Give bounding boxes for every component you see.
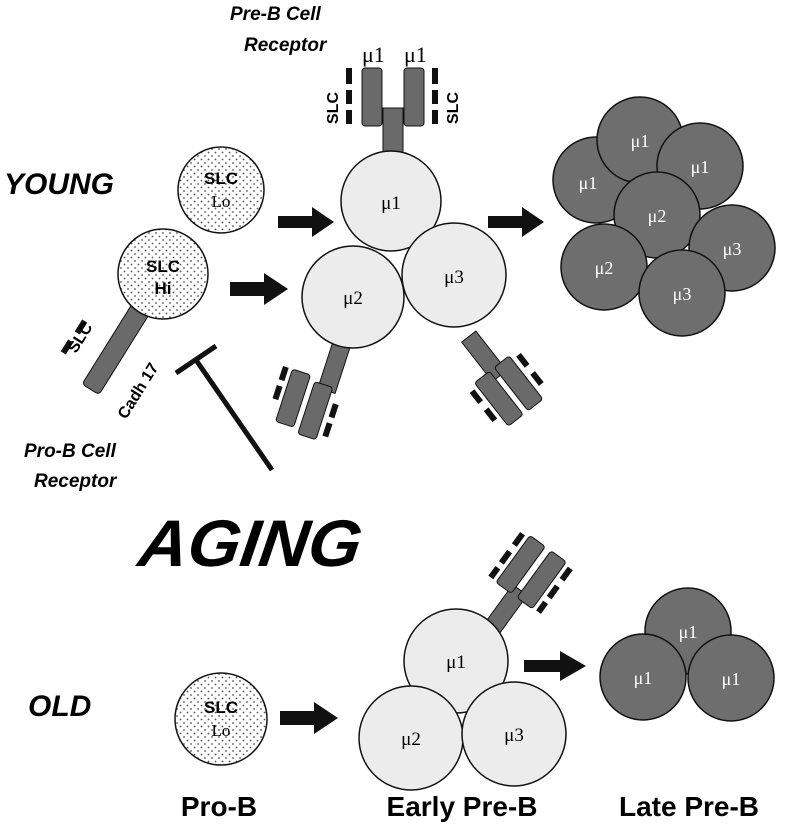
late-pre-b-cluster-young	[552, 96, 776, 337]
pro-b-receptor-label-line2: Receptor	[34, 471, 118, 492]
early-old-mu1-label: μ1	[446, 652, 466, 673]
pro-b-cell-slc-hi-young	[117, 228, 209, 320]
late-young-mu1-c: μ1	[691, 157, 710, 177]
slc-label-right: SLC	[445, 92, 462, 124]
late-old-mu1-a: μ1	[679, 622, 698, 642]
pre-b-receptor-label-line1: Pre-B Cell	[230, 4, 322, 25]
slc-lo-old-line2: Lo	[212, 721, 231, 740]
pro-b-cell-receptor	[60, 300, 151, 394]
early-pre-b-cell-mu3-young	[401, 222, 507, 328]
pre-b-receptor-lower-right	[460, 330, 544, 426]
early-old-mu2-label: μ2	[401, 729, 421, 750]
stage-label-early-pre-b: Early Pre-B	[387, 791, 538, 822]
aging-label: AGING	[132, 507, 366, 581]
late-old-mu1-c: μ1	[722, 669, 741, 689]
slc-lo-young-line2: Lo	[212, 192, 231, 211]
pre-b-receptor-label-line2: Receptor	[244, 35, 328, 56]
stage-label-pro-b: Pro-B	[181, 791, 257, 822]
early-young-mu1-label: μ1	[381, 193, 401, 214]
pre-b-receptor-old	[482, 531, 573, 637]
cadh17-label: Cadh 17	[115, 360, 162, 422]
late-young-mu2-a: μ2	[648, 206, 667, 226]
arrow-hi-to-early-young	[230, 273, 288, 305]
pre-b-cell-receptor-top	[346, 67, 438, 155]
aging-inhibition-line	[174, 343, 275, 472]
pro-b-receptor-label-line1: Pro-B Cell	[24, 441, 117, 462]
arrow-early-to-late-young	[488, 207, 544, 237]
early-young-mu3-label: μ3	[444, 267, 464, 288]
late-young-mu1-b: μ1	[579, 173, 598, 193]
slc-hi-young-line1: SLC	[146, 257, 180, 276]
young-label: YOUNG	[4, 168, 114, 201]
late-young-mu2-b: μ2	[595, 258, 614, 278]
late-young-mu3-b: μ3	[673, 284, 692, 304]
receptor-mu1-left: μ1	[362, 42, 385, 67]
slc-label-left: SLC	[325, 92, 342, 124]
receptor-mu1-right: μ1	[404, 42, 427, 67]
slc-lo-old-line1: SLC	[204, 698, 238, 717]
late-pre-b-cluster-old	[599, 587, 775, 722]
slc-lo-young-line1: SLC	[204, 169, 238, 188]
early-pre-b-cell-mu2-young	[301, 245, 405, 349]
stage-label-late-pre-b: Late Pre-B	[619, 791, 759, 822]
slc-hi-young-line2: Hi	[155, 279, 172, 298]
arrow-pro-to-early-old	[280, 702, 338, 734]
late-young-mu1-a: μ1	[631, 131, 650, 151]
early-pre-b-cell-mu1-young	[340, 150, 442, 252]
pro-b-cell-slc-lo-old	[174, 672, 268, 766]
late-young-mu3-a: μ3	[723, 239, 742, 259]
early-pre-b-cell-mu3-old	[461, 681, 567, 787]
pre-b-receptor-lower-left	[272, 339, 352, 440]
slc-label-pro-b: SLC	[65, 320, 97, 357]
early-old-mu3-label: μ3	[504, 725, 524, 746]
pro-b-cell-slc-lo-young	[177, 146, 265, 234]
arrow-lo-to-early-young	[278, 207, 334, 237]
early-young-mu2-label: μ2	[343, 288, 363, 309]
arrow-early-to-late-old	[524, 651, 586, 681]
late-old-mu1-b: μ1	[634, 668, 653, 688]
old-label: OLD	[28, 690, 91, 723]
